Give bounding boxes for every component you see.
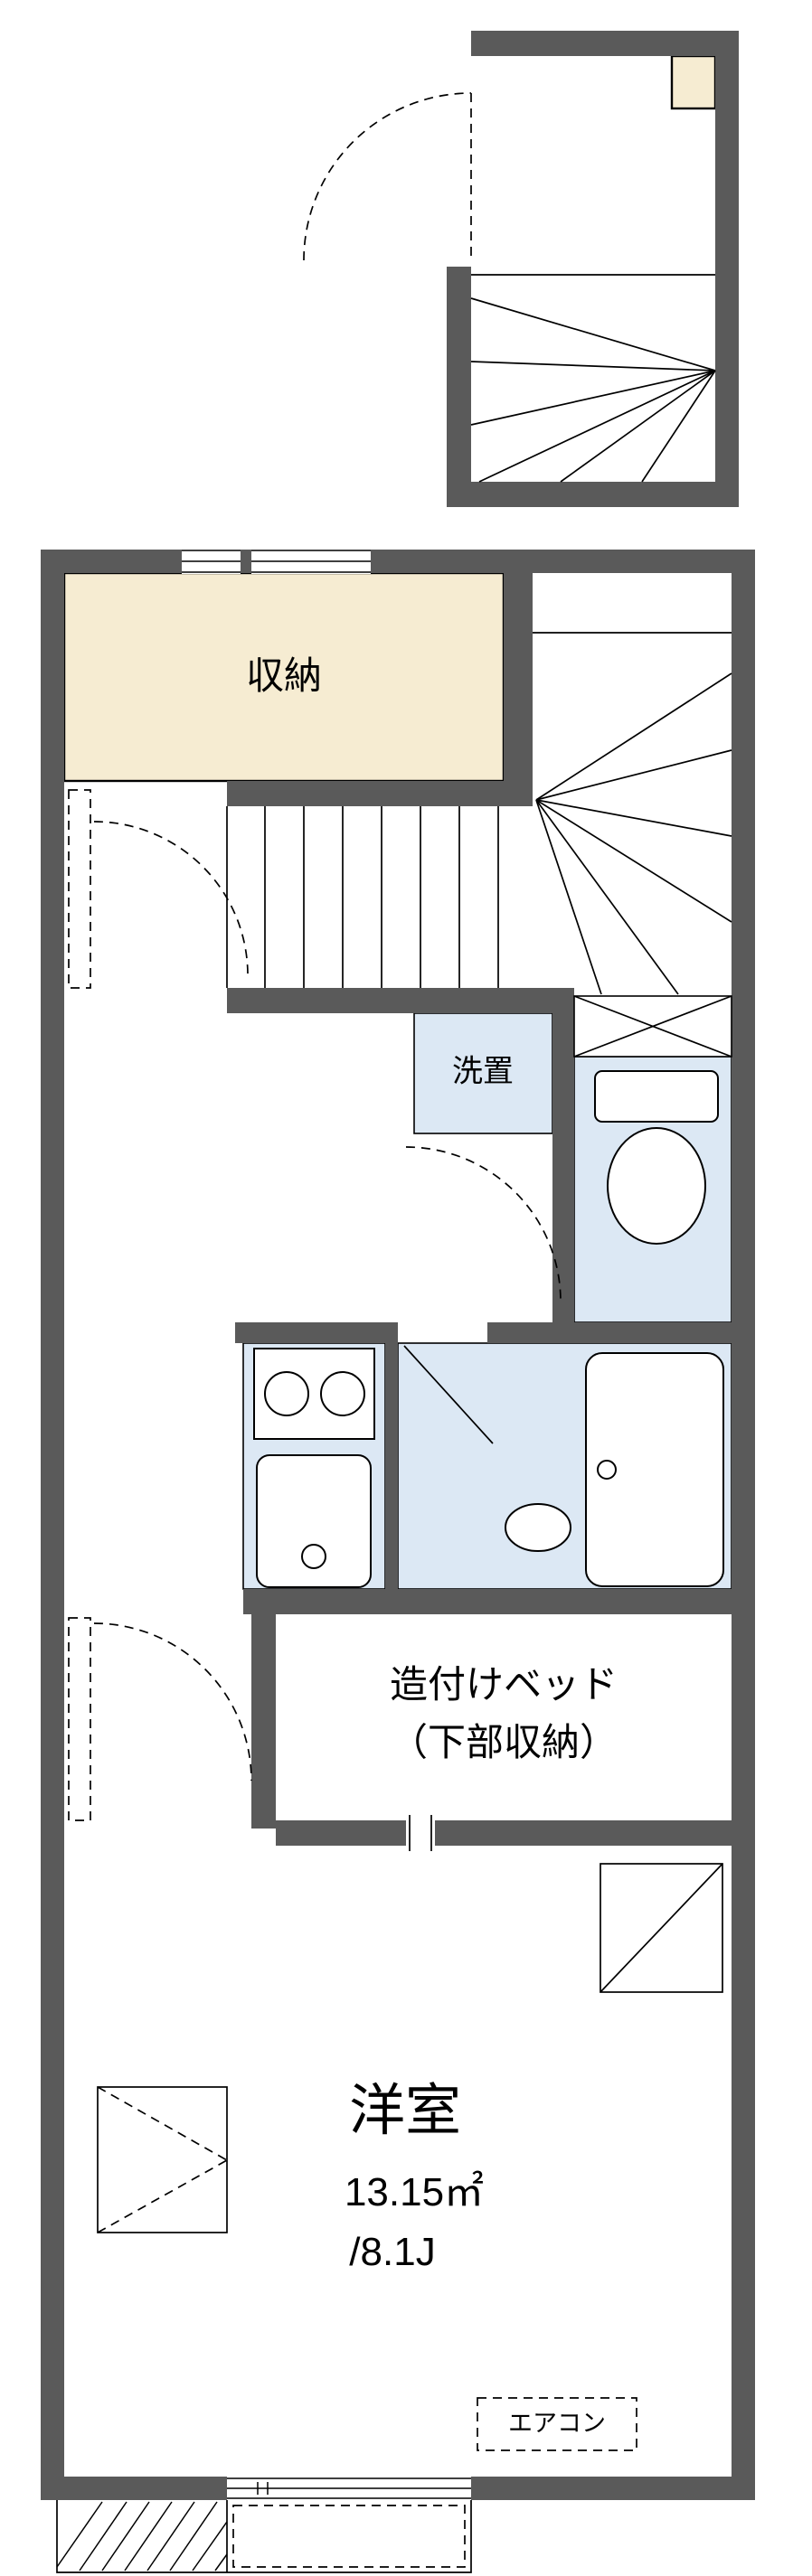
built-in-bed-label-line2: （下部収納） — [389, 1720, 618, 1763]
door-pocket-upper — [68, 789, 91, 989]
balcony-dashed-area — [232, 2505, 466, 2568]
door-pocket-lower — [68, 1617, 91, 1821]
bath-drain — [505, 1503, 571, 1552]
upper-winder-stairs — [470, 274, 716, 483]
north-window-2 — [251, 549, 371, 574]
wall-opening-ticks — [409, 1815, 432, 1851]
western-room-area-tatami: /8.1J — [349, 2229, 436, 2274]
straight-stairs — [226, 806, 499, 988]
entrance-door-arc — [303, 92, 472, 261]
built-in-bed-label-line1: 造付けベッド — [389, 1662, 618, 1706]
bedroom-door-arc — [93, 1622, 252, 1782]
western-room-label: 洋室 — [348, 2079, 462, 2142]
bathtub — [585, 1352, 724, 1587]
kitchen-sink — [256, 1454, 372, 1588]
corner-counter — [600, 1863, 723, 1993]
interior-walls — [227, 573, 755, 1846]
toilet-fixture — [594, 1070, 719, 1245]
shoe-cabinet — [670, 54, 717, 110]
balcony — [56, 2500, 472, 2573]
storage-room-floor — [62, 571, 505, 783]
north-window-1 — [182, 549, 241, 574]
entrance-block-walls — [447, 31, 739, 507]
washroom-door-arc — [405, 1146, 562, 1302]
aircon-box — [477, 2397, 637, 2451]
left-bay-window — [97, 2086, 228, 2233]
south-window — [227, 2476, 471, 2501]
storage-room-label: 収納 — [245, 653, 323, 697]
outer-walls — [41, 550, 755, 2500]
hall-door-arc — [93, 821, 249, 976]
washer-room-label: 洗置 — [452, 1054, 514, 1089]
western-room-area-m2: 13.15㎡ — [344, 2169, 485, 2214]
main-winder-stairs — [533, 632, 732, 995]
kitchen-stove — [253, 1348, 375, 1440]
door-arcs — [68, 92, 562, 1821]
balcony-hatching — [56, 2501, 228, 2571]
toilet-vent-box — [573, 995, 732, 1058]
aircon-label: エアコン — [508, 2410, 606, 2438]
bathroom-door-leaf — [403, 1345, 494, 1444]
